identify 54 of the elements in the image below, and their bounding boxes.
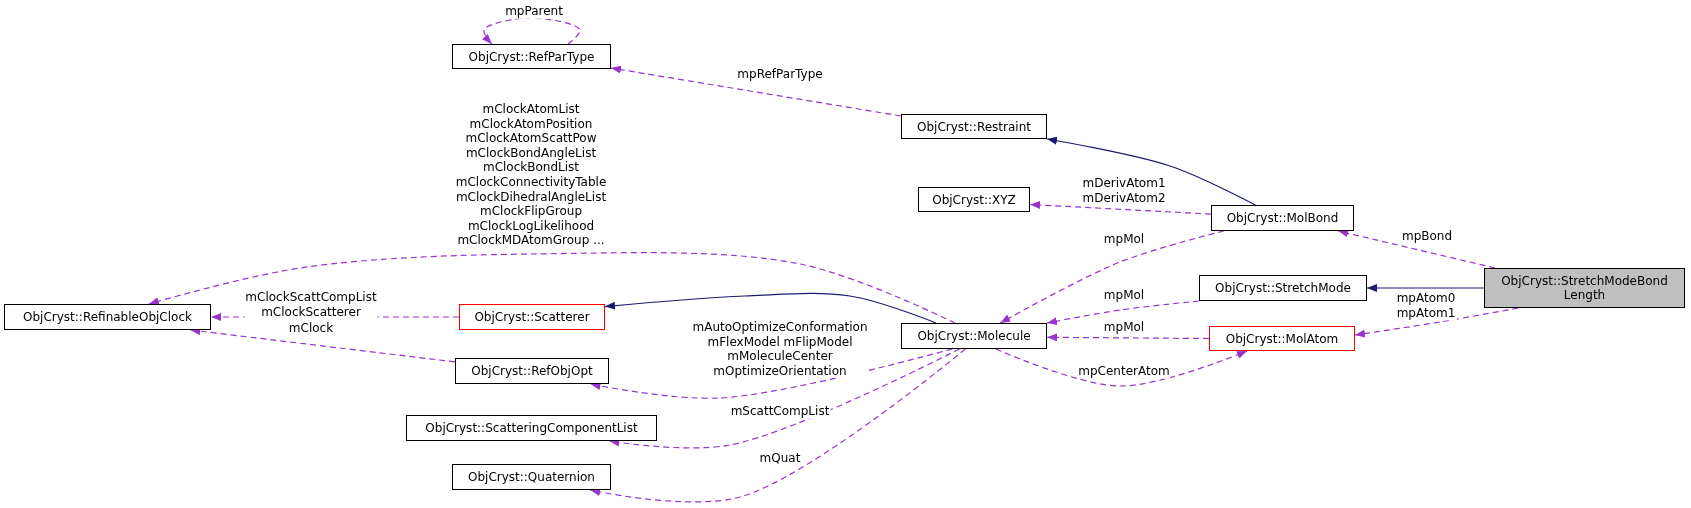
edge-label: mpParent bbox=[504, 3, 564, 19]
edge-label: mAutoOptimizeConformation mFlexModel mFlipModel mMoleculeCenter mOptimizeOrientation bbox=[691, 319, 869, 379]
edge-label: mpAtom0 mpAtom1 bbox=[1395, 291, 1457, 321]
arrow bbox=[604, 292, 937, 324]
class-name: ObjCryst::RefinableObjClock bbox=[23, 310, 192, 324]
class-name: ObjCryst::RefParType bbox=[468, 49, 595, 64]
dashed-arrow bbox=[482, 17, 581, 45]
edge-label: mScattCompList bbox=[729, 403, 831, 419]
class-box bbox=[901, 114, 1047, 139]
class-name: ObjCryst::Restraint bbox=[917, 119, 1031, 134]
dashed-arrow bbox=[1046, 300, 1200, 325]
class-box bbox=[1484, 268, 1685, 308]
class-name: ObjCryst::MolBond bbox=[1226, 211, 1339, 225]
class-box bbox=[452, 44, 611, 69]
class-box bbox=[1211, 205, 1354, 231]
arrow bbox=[1046, 136, 1256, 206]
edge-label: mpMol bbox=[1102, 231, 1146, 247]
edge-label: mpMol bbox=[1102, 319, 1146, 335]
class-name: ObjCryst::XYZ bbox=[932, 192, 1016, 207]
dashed-arrow bbox=[1337, 229, 1496, 269]
class-box bbox=[1199, 275, 1367, 301]
edge-label: mQuat bbox=[758, 450, 802, 466]
class-box bbox=[455, 358, 609, 384]
dashed-arrow bbox=[589, 348, 966, 503]
class-name: ObjCryst::StretchModeBond Length bbox=[1501, 274, 1668, 302]
arrow bbox=[1366, 284, 1485, 292]
dashed-arrow bbox=[148, 252, 956, 324]
edge-label: mpBond bbox=[1400, 228, 1454, 244]
dashed-arrow bbox=[995, 348, 1248, 387]
dashed-arrow bbox=[610, 65, 902, 117]
edge-label: mClockAtomList mClockAtomPosition mClockAtomScattPow mClockBondAngleList mClockBondList mClockConnectivityTable mClockDihedralAngleList mClockFlipGroup mClockLogLikelihood mClockMDAtomGroup ... bbox=[454, 102, 608, 248]
class-name: ObjCryst::MolAtom bbox=[1225, 331, 1339, 346]
dashed-arrow bbox=[999, 230, 1225, 324]
class-box bbox=[452, 464, 611, 490]
class-name: ObjCryst::Quaternion bbox=[468, 470, 595, 484]
dashed-arrow bbox=[1029, 201, 1212, 215]
class-name: ObjCryst::StretchMode bbox=[1215, 281, 1351, 295]
class-box bbox=[901, 323, 1047, 349]
edge-label: mpCenterAtom bbox=[1077, 363, 1171, 379]
dashed-arrow bbox=[589, 348, 953, 399]
class-name: ObjCryst::Scatterer bbox=[474, 310, 590, 324]
class-name: ObjCryst::RefObjOpt bbox=[471, 364, 593, 378]
dashed-arrow bbox=[608, 348, 960, 449]
dashed-arrow bbox=[1354, 307, 1519, 338]
class-name: ObjCryst::Molecule bbox=[917, 329, 1031, 343]
edge-label: mpMol bbox=[1102, 287, 1146, 303]
class-box bbox=[459, 304, 605, 330]
class-box bbox=[406, 415, 657, 441]
class-box bbox=[4, 304, 211, 330]
dashed-arrow bbox=[1046, 333, 1210, 342]
edge-label: mpRefParType bbox=[736, 66, 824, 82]
class-box bbox=[918, 187, 1030, 212]
class-name: ObjCryst::ScatteringComponentList bbox=[425, 421, 638, 435]
class-box bbox=[1209, 326, 1355, 351]
